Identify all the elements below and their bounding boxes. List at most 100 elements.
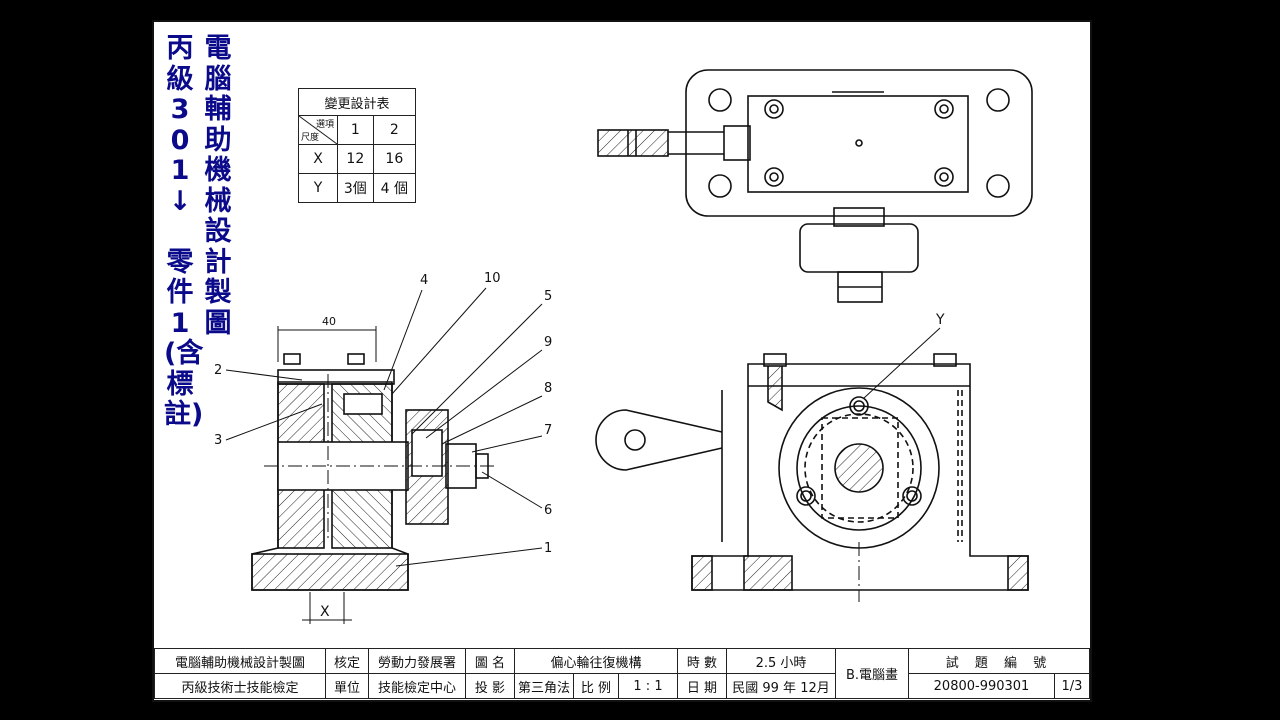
approve-label-1: 核定: [325, 648, 369, 674]
change-design-table: 變更設計表 選項 尺度 1 2 X 12 16 Y 3個 4 個: [298, 88, 417, 203]
mechanical-drawing: 40 X Y 4 10 5 9 8 7 6 1 2 3: [214, 69, 1033, 624]
screw-slot: [343, 393, 383, 415]
balloon-9: 9: [544, 335, 552, 350]
rod-end-section: [597, 129, 669, 157]
approve-label-2: 單位: [325, 673, 369, 699]
screw-head-side: [347, 353, 365, 365]
row-x-1: 12: [337, 144, 374, 174]
dim-text-40: 40: [322, 315, 336, 328]
base-foot: [251, 553, 409, 591]
screw-head-side: [283, 353, 301, 365]
leader-lines: [225, 287, 543, 567]
leader: [441, 395, 543, 445]
base-section: [743, 555, 793, 591]
leader: [391, 287, 487, 395]
balloon-1: 1: [544, 541, 552, 556]
leader: [425, 349, 543, 439]
eccentric-wheel-top: [799, 223, 919, 273]
mount-hole: [708, 88, 732, 112]
b-label: B.電腦畫: [835, 648, 909, 699]
screw-socket: [939, 172, 949, 182]
wheel-inner: [796, 405, 922, 531]
mount-hole: [986, 174, 1010, 198]
dim-text-x: X: [320, 604, 330, 620]
drawing-sheet: 丙 級 3 0 1 ↓ 零 件 1 (含 標 註) 電 腦 輔 助 機 械 設 …: [152, 20, 1092, 702]
screw-head: [934, 167, 954, 187]
balloon-7: 7: [544, 423, 552, 438]
body-outline: [691, 363, 1029, 591]
lever-arm: [595, 409, 723, 471]
front-view: [595, 353, 1029, 602]
row-y-1: 3個: [337, 173, 374, 203]
vertical-title-course: 電 腦 輔 助 機 械 設 計 製 圖: [204, 33, 232, 339]
bolt-y: [796, 486, 816, 506]
dimension-x: X: [302, 592, 352, 624]
leader: [225, 369, 303, 381]
leader: [481, 471, 543, 509]
balloon-4: 4: [420, 273, 428, 288]
hours-label: 時 數: [677, 648, 727, 674]
screw-socket: [769, 172, 779, 182]
row-y-2: 4 個: [372, 173, 417, 203]
hidden-circle: [804, 413, 914, 523]
balloon-6: 6: [544, 503, 552, 518]
balloon-8: 8: [544, 381, 552, 396]
side-section-view: [251, 353, 498, 591]
unit-line-1: 勞動力發展署: [368, 648, 466, 674]
lever-hole: [624, 429, 646, 451]
scale-value: 1 : 1: [618, 673, 678, 699]
leader: [395, 547, 543, 567]
leader: [383, 289, 423, 391]
exam-no-label: 試 題 編 號: [908, 648, 1090, 674]
mount-hole: [708, 174, 732, 198]
balloon-10: 10: [484, 271, 501, 286]
date-label: 日 期: [677, 673, 727, 699]
drawing-name-label: 圖 名: [465, 648, 515, 674]
dimension-40: 40: [277, 315, 377, 362]
label-y: Y: [935, 312, 945, 328]
rod-guide: [723, 125, 751, 161]
leader: [411, 303, 543, 435]
base-section: [1007, 555, 1029, 591]
bolt-y-inner: [906, 490, 918, 502]
drawing-name: 偏心輪往復機構: [514, 648, 678, 674]
unit-line-2: 技能檢定中心: [368, 673, 466, 699]
org-line-2: 丙級技術士技能檢定: [154, 673, 326, 699]
diagonal-line: [299, 116, 337, 144]
title-block: 電腦輔助機械設計製圖 核定 勞動力發展署 圖 名 偏心輪往復機構 時 數 2.5…: [154, 648, 1090, 699]
leader: [471, 435, 543, 453]
scale-label: 比 例: [573, 673, 619, 699]
mount-hole: [986, 88, 1010, 112]
screw-socket: [769, 104, 779, 114]
balloon-5: 5: [544, 289, 552, 304]
top-view: [597, 69, 1033, 303]
leader: [225, 403, 323, 441]
oil-hole: [855, 139, 863, 147]
exam-no: 20800-990301: [908, 673, 1055, 699]
screw-head: [934, 99, 954, 119]
row-x-label: X: [298, 144, 338, 174]
base-plate-outline: [685, 69, 1033, 217]
part-balloons: 4 10 5 9 8 7 6 1 2 3: [214, 271, 552, 556]
hours-value: 2.5 小時: [726, 648, 836, 674]
bolt-y-inner: [800, 490, 812, 502]
leader-y: [863, 327, 941, 399]
hidden-cam: [821, 417, 899, 519]
bolt-y: [849, 396, 869, 416]
bolt-y-inner: [853, 400, 865, 412]
hub: [833, 207, 885, 227]
screw-head-front: [933, 353, 957, 367]
projection-value: 第三角法: [514, 673, 574, 699]
row-y-label: Y: [298, 173, 338, 203]
screw-head: [764, 99, 784, 119]
projection-label: 投 影: [465, 673, 515, 699]
screw-socket: [939, 104, 949, 114]
balloon-2: 2: [214, 363, 222, 378]
change-table-corner: 選項 尺度: [298, 115, 338, 145]
sheet-number: 1/3: [1054, 673, 1090, 699]
org-line-1: 電腦輔助機械設計製圖: [154, 648, 326, 674]
balloon-3: 3: [214, 433, 222, 448]
screw-head: [764, 167, 784, 187]
base-section: [691, 555, 713, 591]
date-value: 民國 99 年 12月: [726, 673, 836, 699]
